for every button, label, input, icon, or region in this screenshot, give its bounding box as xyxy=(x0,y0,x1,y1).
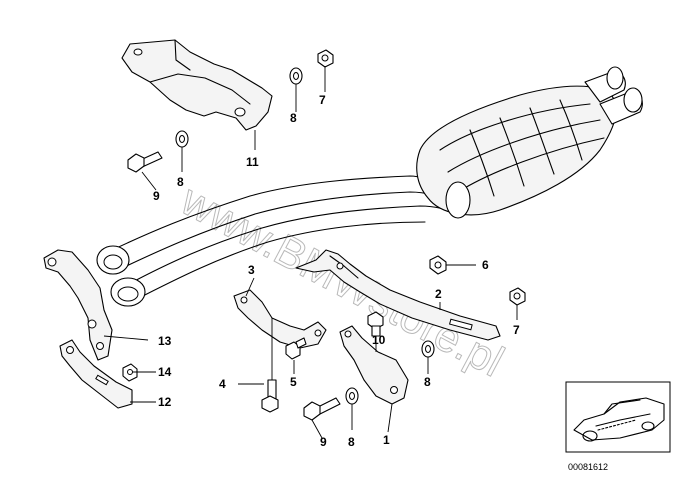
hanger-bracket-3 xyxy=(233,289,327,349)
nut-6 xyxy=(429,255,447,275)
nut-top-right xyxy=(317,49,334,68)
left-bracket-upper xyxy=(43,249,113,361)
washer-top-left xyxy=(175,130,189,148)
exhaust-pipe xyxy=(96,175,463,307)
callout-7-right: 7 xyxy=(513,323,520,337)
bolt-4 xyxy=(261,379,279,413)
callout-7-top: 7 xyxy=(319,93,326,107)
callout-8-mid: 8 xyxy=(177,175,184,189)
callout-2: 2 xyxy=(435,287,442,301)
callout-14: 14 xyxy=(158,365,172,379)
callout-13: 13 xyxy=(158,334,172,348)
callout-4: 4 xyxy=(219,377,226,391)
callout-8-bottom: 8 xyxy=(348,435,355,449)
callout-12: 12 xyxy=(158,395,172,409)
callout-5: 5 xyxy=(290,375,297,389)
bolt-5 xyxy=(285,337,307,360)
car-icon xyxy=(573,397,665,442)
callout-8-right: 8 xyxy=(424,375,431,389)
left-bracket-lower xyxy=(59,339,133,409)
callout-1: 1 xyxy=(383,433,390,447)
bracket-1 xyxy=(339,325,409,405)
leader-lines xyxy=(103,66,518,439)
washer-8-bottom xyxy=(345,387,359,405)
rear-silencer xyxy=(416,66,643,219)
washer-8-right xyxy=(421,340,435,358)
bolt-10 xyxy=(367,311,384,337)
vehicle-thumbnail: 00081612 xyxy=(565,381,671,472)
callout-8-top: 8 xyxy=(290,111,297,125)
callout-10: 10 xyxy=(372,333,386,347)
bolt-top-left xyxy=(127,151,163,173)
diagram-id: 00081612 xyxy=(568,462,608,472)
heat-shield-bracket xyxy=(121,39,273,131)
callout-9-top: 9 xyxy=(153,189,160,203)
callout-11: 11 xyxy=(246,155,259,169)
mount-strap-2 xyxy=(295,249,501,341)
callout-6: 6 xyxy=(482,258,489,272)
nut-left xyxy=(122,363,138,382)
nut-7-right xyxy=(509,287,526,306)
bolt-9-bottom xyxy=(303,397,341,421)
washer-top xyxy=(289,67,303,85)
callout-9-bottom: 9 xyxy=(320,435,327,449)
callout-3: 3 xyxy=(248,263,255,277)
